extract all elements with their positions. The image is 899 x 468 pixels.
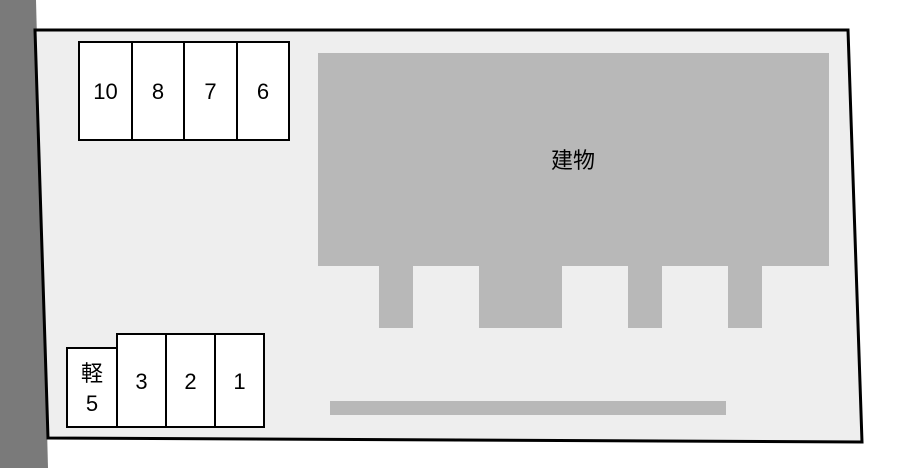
building-main-block	[318, 53, 829, 266]
slot-label-10: 10	[93, 79, 117, 104]
slot-label-8: 8	[152, 79, 164, 104]
slot-label-1: 1	[233, 369, 245, 394]
building-pillar	[479, 262, 562, 328]
road-strip	[0, 0, 48, 468]
slot-label-6: 6	[257, 79, 269, 104]
parking-slot-kei-5	[66, 347, 118, 428]
top-parking-row: 10 8 7 6	[78, 41, 290, 141]
building-label: 建物	[551, 149, 595, 174]
parking-slot-10	[78, 41, 133, 141]
building-pillar	[628, 262, 662, 328]
slot-label-7: 7	[204, 79, 216, 104]
slot-label-3: 3	[135, 369, 147, 394]
slot-label-kei: 軽	[81, 361, 103, 386]
parking-slot-1	[214, 333, 265, 428]
slot-label-5: 5	[86, 391, 98, 416]
curb-bar	[330, 401, 726, 415]
parking-slot-6	[236, 41, 290, 141]
building-pillar	[379, 262, 413, 328]
parking-slot-7	[183, 41, 238, 141]
parking-slot-2	[165, 333, 216, 428]
bottom-parking-row: 軽 5 3 2 1	[66, 333, 265, 428]
slot-label-2: 2	[184, 369, 196, 394]
building: 建物	[318, 53, 829, 328]
building-pillar	[728, 262, 762, 328]
